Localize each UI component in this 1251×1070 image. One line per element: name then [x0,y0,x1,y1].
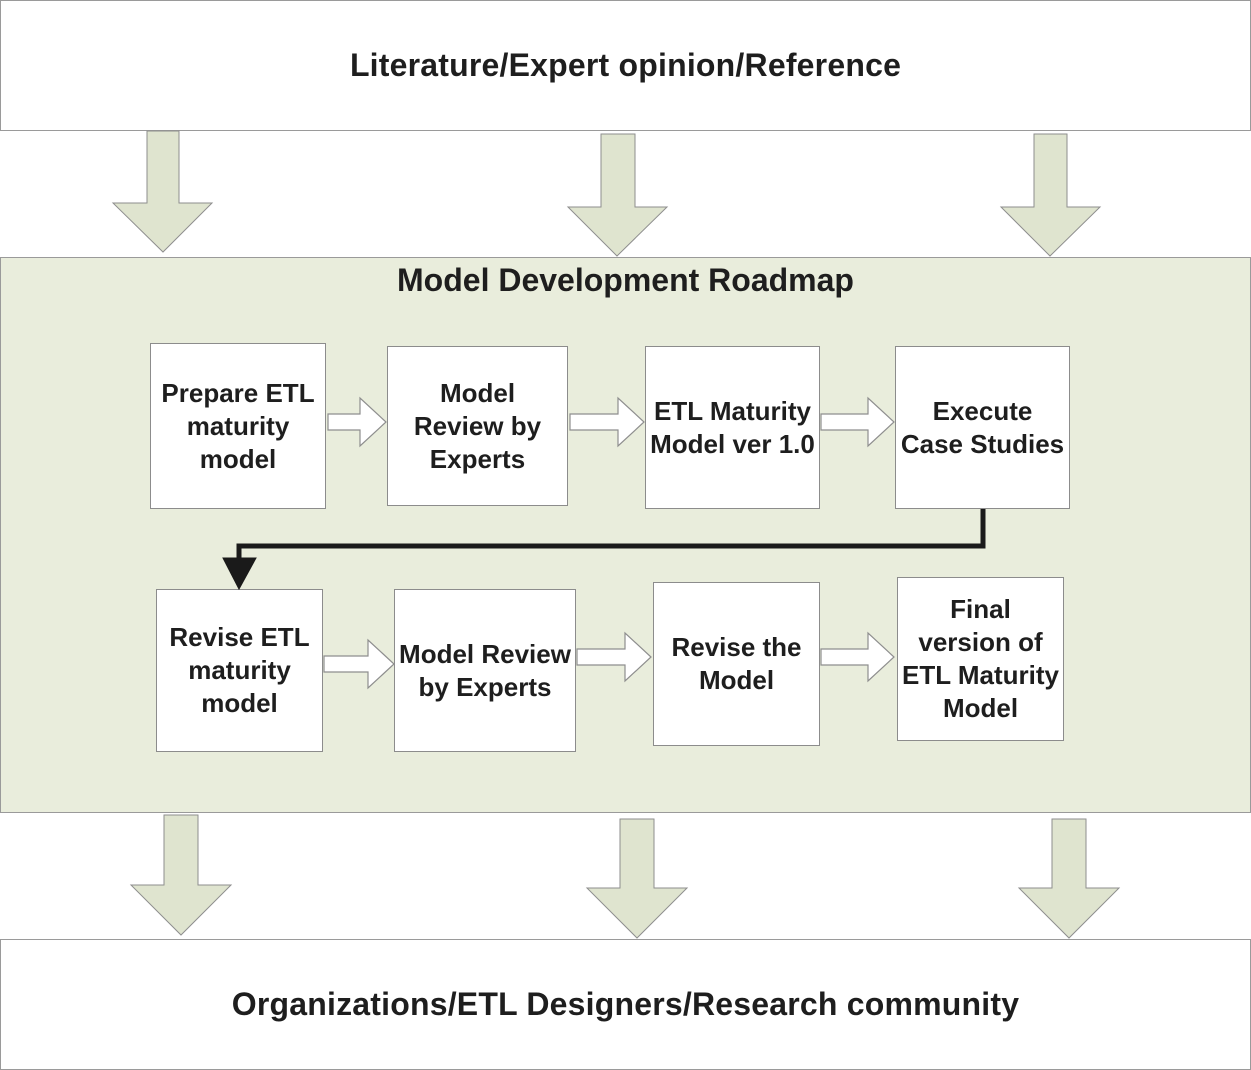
source-banner: Literature/Expert opinion/Reference [0,0,1251,131]
down-arrow-source-left [111,130,214,253]
step-final-version-label: Final version of ETL Maturity Model [902,594,1059,723]
step-final-version: Final version of ETL Maturity Model [897,577,1064,741]
step-expert-review-1-label: Model Review by Experts [413,377,542,474]
step-revise-model-label: Revise ETL maturity model [169,622,310,718]
step-case-studies: Execute Case Studies [895,346,1070,509]
audience-banner-label: Organizations/ETL Designers/Research com… [231,986,1020,1022]
down-arrow-audience-left [129,814,233,936]
down-arrow-source-right [999,133,1102,257]
step-model-v1: ETL Maturity Model ver 1.0 [645,346,820,509]
step-revise-the-model-label: Revise the Model [671,632,802,695]
down-arrow-audience-right [1017,818,1121,939]
source-banner-label: Literature/Expert opinion/Reference [349,47,902,83]
step-expert-review-2: Model Review by Experts [394,589,576,752]
step-prepare-model: Prepare ETL maturity model [150,343,326,509]
step-revise-model: Revise ETL maturity model [156,589,323,752]
step-revise-the-model: Revise the Model [653,582,820,746]
down-arrow-audience-center [585,818,689,939]
step-expert-review-2-label: Model Review by Experts [399,638,571,702]
down-arrow-source-center [566,133,669,257]
step-prepare-model-label: Prepare ETL maturity model [161,377,315,474]
audience-banner: Organizations/ETL Designers/Research com… [0,939,1251,1070]
roadmap-title: Model Development Roadmap [397,262,854,298]
step-expert-review-1: Model Review by Experts [387,346,568,506]
step-model-v1-label: ETL Maturity Model ver 1.0 [650,395,815,459]
step-case-studies-label: Execute Case Studies [900,395,1065,459]
